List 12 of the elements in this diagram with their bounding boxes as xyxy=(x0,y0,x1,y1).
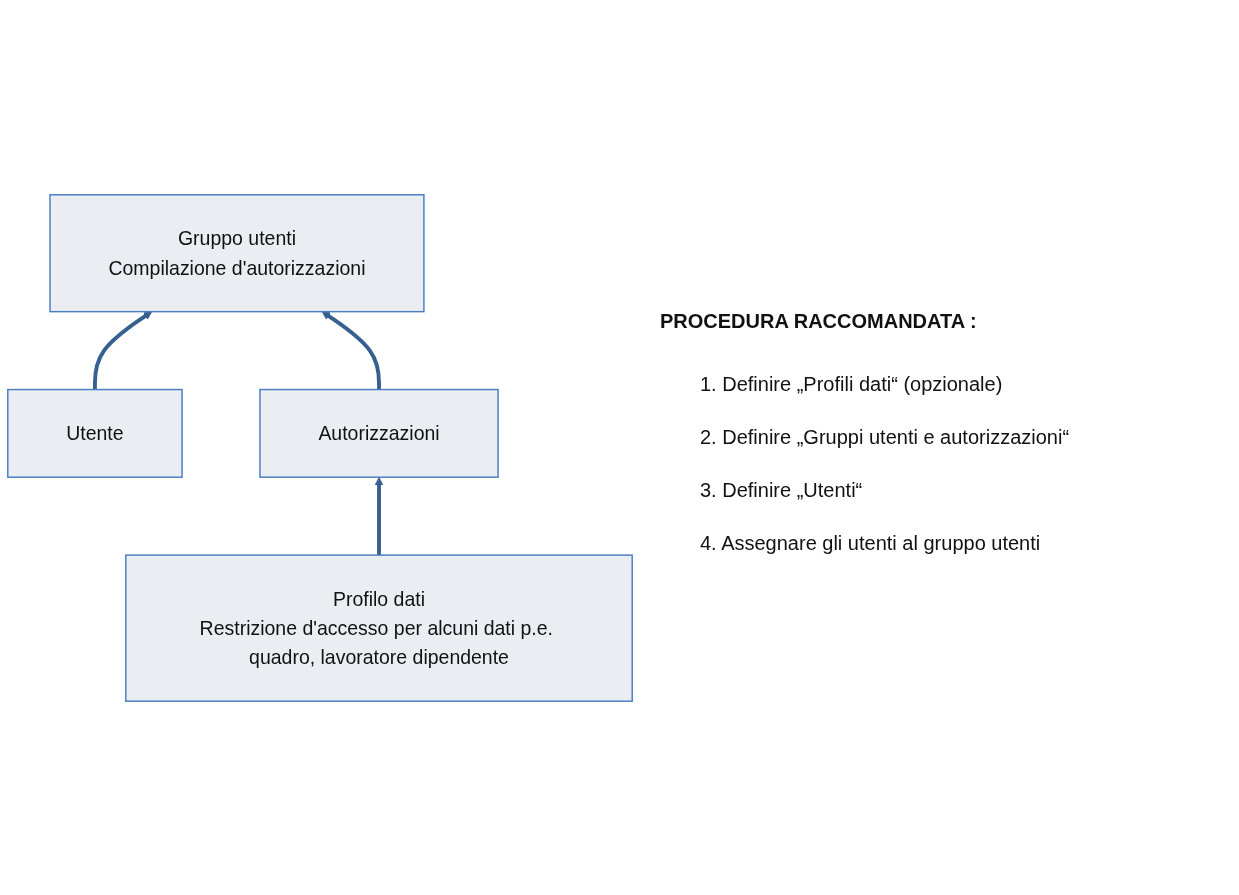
heading: PROCEDURA RACCOMANDATA : xyxy=(660,310,978,333)
arrow xyxy=(374,476,384,555)
arrow xyxy=(321,310,381,390)
node-box: Profilo dati Restrizione d'accesso per alcuni dati p.e. quadro, lavoratore dipendente xyxy=(125,553,633,702)
list-item: 2. Definire „Gruppi utenti e autorizzazioni“ xyxy=(700,426,1070,449)
node-box: Gruppo utenti Compilazione d'autorizzazioni xyxy=(49,193,425,312)
list-item: 3. Definire „Utenti“ xyxy=(700,479,864,502)
list-item: 4. Assegnare gli utenti al gruppo utenti xyxy=(700,532,1042,555)
list-item: 1. Definire „Profili dati“ (opzionale) xyxy=(700,373,1004,396)
node-box: Autorizzazioni xyxy=(259,388,499,478)
node-box: Utente xyxy=(7,388,183,478)
arrow xyxy=(92,310,153,390)
